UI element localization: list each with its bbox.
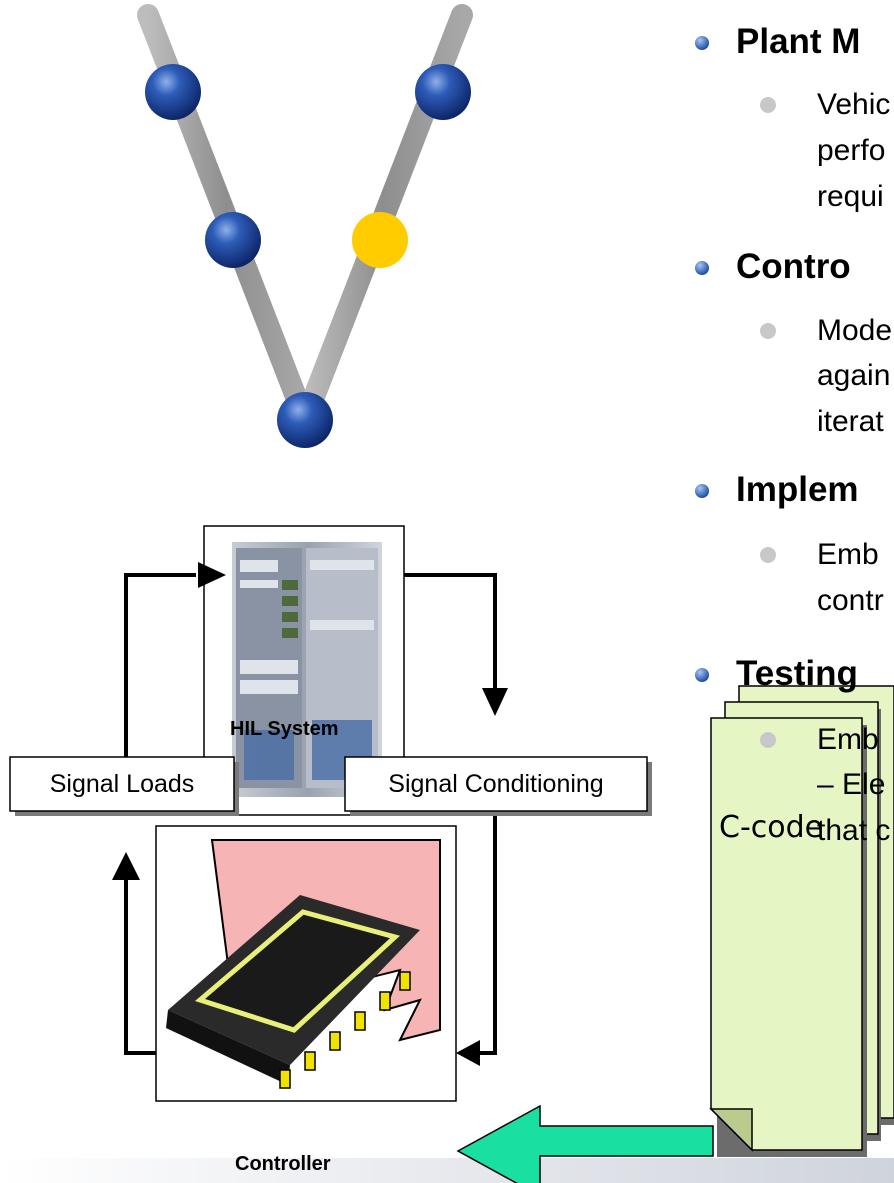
hil-system-image <box>203 525 405 816</box>
sub-bullet-dot-1 <box>760 97 776 113</box>
bullet-dot-4 <box>695 668 709 682</box>
signal-loads-label: Signal Loads <box>49 769 195 798</box>
sub-bullet-dot-2 <box>760 323 776 339</box>
c-code-label: C-code <box>719 810 824 845</box>
v-node-implementation <box>277 392 333 448</box>
v-model <box>137 4 473 448</box>
signal-conditioning-box <box>344 756 652 816</box>
v-node-validation <box>415 64 471 120</box>
bullet-dot-3 <box>695 484 709 498</box>
signal-conditioning-label: Signal Conditioning <box>388 769 604 798</box>
arrow-conditioning-to-controller <box>478 757 497 1055</box>
sub-bullet-dot-3 <box>760 547 776 563</box>
bullet-dot-1 <box>695 36 709 50</box>
v-node-hil-testing-highlighted <box>352 212 408 268</box>
c-code-pages-icon <box>709 685 894 1157</box>
bullet-dot-2 <box>695 261 709 275</box>
controller-chip-image <box>155 825 457 1102</box>
signal-loads-box <box>9 756 239 816</box>
hil-system-caption: HIL System <box>230 718 339 740</box>
signal-flow-arrows <box>124 573 497 1055</box>
v-node-design <box>205 212 261 268</box>
code-generation-arrow <box>456 1104 714 1183</box>
v-node-requirements <box>145 64 201 120</box>
arrow-hil-to-conditioning <box>404 573 497 688</box>
arrow-controller-to-loads <box>124 878 156 1055</box>
bullet-markers <box>695 36 776 748</box>
arrow-loads-to-hil <box>124 573 196 757</box>
sub-bullet-dot-4 <box>760 732 776 748</box>
controller-caption: Controller <box>235 1153 331 1175</box>
footer-band <box>0 1158 894 1183</box>
arrow-heads <box>112 562 508 1066</box>
